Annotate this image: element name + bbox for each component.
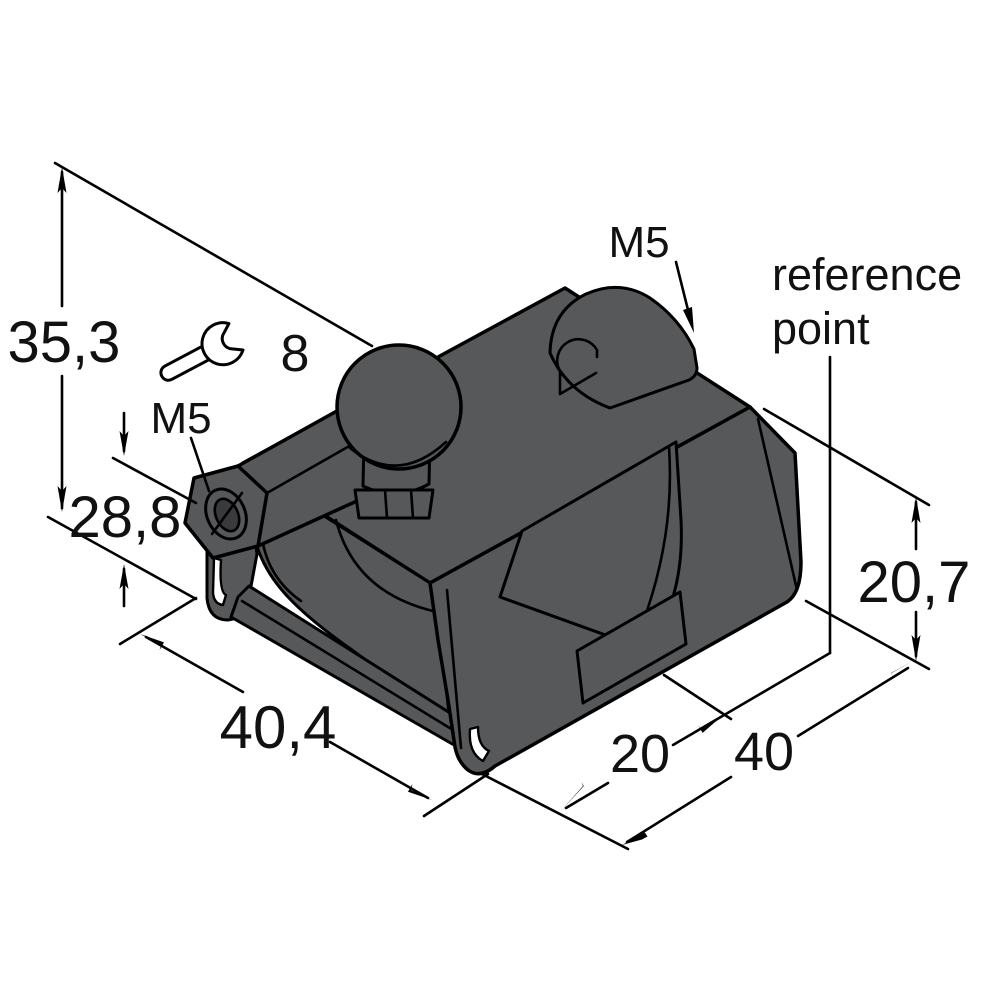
dimension-bottom-widths: 20 40 bbox=[478, 651, 913, 851]
dimension-depth: 40,4 bbox=[118, 596, 490, 818]
wrench-size-label: 8 bbox=[281, 325, 310, 383]
boss-u-notch bbox=[555, 337, 599, 396]
reference-point-callout: reference point bbox=[772, 249, 962, 655]
callout-thread-side: M5 bbox=[150, 394, 212, 493]
dim-total-width-label: 40 bbox=[734, 722, 794, 782]
ext-line-mid bbox=[662, 673, 733, 721]
front-foot-gap bbox=[468, 725, 491, 763]
thread-side-label: M5 bbox=[150, 394, 211, 443]
right-bevel-edge bbox=[756, 417, 799, 592]
ball-neck-curve bbox=[348, 440, 448, 467]
hex-nut bbox=[353, 488, 435, 520]
lip-inner-line bbox=[240, 599, 473, 743]
dim-reference-offset-label: 20 bbox=[610, 724, 670, 784]
ext-line-shared-left bbox=[478, 771, 630, 851]
dimension-right-height: 20,7 bbox=[762, 407, 971, 671]
ext-line-depth-right bbox=[422, 772, 490, 818]
ext-line-axis bbox=[111, 456, 198, 505]
dim-overall-height-label: 35,3 bbox=[8, 310, 121, 375]
left-foot-gap bbox=[211, 556, 228, 607]
m5-thread-line bbox=[210, 491, 244, 536]
reference-label-line1: reference bbox=[772, 249, 962, 300]
dimension-overall-height: 35,3 bbox=[8, 161, 374, 601]
swivel-ball bbox=[335, 343, 463, 471]
open-end-wrench-icon bbox=[159, 321, 245, 382]
callout-thread-top: M5 bbox=[608, 218, 694, 333]
ext-line-bottom-right bbox=[804, 599, 931, 671]
underside-cavity-curve bbox=[334, 518, 449, 616]
dim-right-height-label: 20,7 bbox=[858, 550, 971, 615]
leader-thread-side bbox=[189, 436, 211, 493]
nut-facet-lines bbox=[383, 488, 415, 520]
ext-line-top-right bbox=[762, 407, 931, 507]
reference-label-line2: point bbox=[772, 303, 870, 354]
wrench-callout: 8 bbox=[159, 321, 310, 383]
dim-axis-height-label: 28,8 bbox=[69, 485, 182, 550]
ext-line-depth-left bbox=[118, 596, 198, 646]
flange-left-edge bbox=[445, 588, 463, 750]
dim-depth-label: 40,4 bbox=[220, 694, 337, 761]
ext-line-bottom bbox=[46, 515, 198, 601]
bracket-part bbox=[183, 285, 803, 776]
thread-top-label: M5 bbox=[608, 218, 669, 267]
ext-line-top bbox=[53, 161, 374, 348]
dimension-axis-height: 28,8 bbox=[69, 411, 198, 608]
flange-slot bbox=[575, 590, 688, 705]
pocket-wall-curve bbox=[641, 445, 672, 624]
